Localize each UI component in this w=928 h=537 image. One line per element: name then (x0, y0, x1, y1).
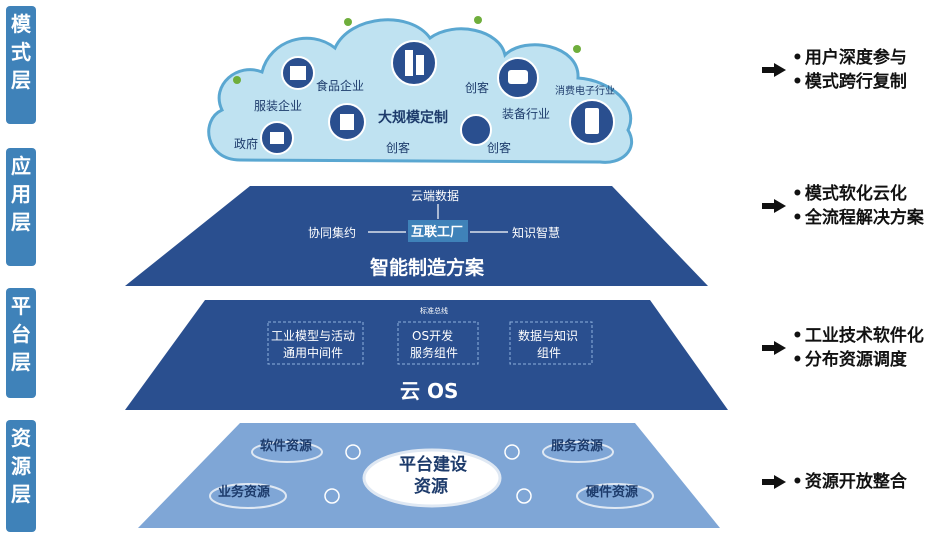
cloud-center-label: 大规模定制 (378, 109, 448, 126)
electronics-label: 消费电子行业 (555, 84, 615, 97)
data-knowledge-box (509, 321, 593, 365)
user-icon (474, 16, 482, 24)
smartphone-icon (585, 108, 599, 134)
note-resource: 资源开放整合 (762, 470, 907, 494)
knowledge-wisdom-label: 知识智慧 (512, 225, 560, 240)
bag-icon (340, 114, 354, 130)
note-platform-2: 分布资源调度 (792, 348, 924, 372)
note-mode-1: 用户深度参与 (792, 46, 907, 70)
side-label-app: 应 用 层 (6, 148, 36, 266)
service-resource-label: 服务资源 (551, 438, 603, 454)
platform-resource-line2: 资源 (414, 476, 448, 497)
note-platform: 工业技术软件化 分布资源调度 (762, 324, 924, 372)
building-icon (270, 132, 284, 144)
note-app-2: 全流程解决方案 (792, 206, 924, 230)
data-knowledge-line2: 组件 (537, 346, 561, 360)
appliance-node-icon (391, 40, 437, 86)
user-icon (344, 18, 352, 26)
note-resource-1: 资源开放整合 (792, 470, 907, 494)
interconnect-factory-box (408, 220, 468, 242)
maker-node-icon (460, 114, 492, 146)
food-label: 食品企业 (316, 78, 364, 93)
fan-icon (516, 488, 532, 504)
plug-icon (504, 444, 520, 460)
right-arrow-icon (762, 63, 786, 77)
gov-label: 政府 (234, 136, 258, 151)
platform-resource-line1: 平台建设 (399, 454, 467, 475)
washer-icon (416, 55, 424, 75)
data-knowledge-line1: 数据与知识 (518, 328, 578, 343)
note-platform-1: 工业技术软件化 (792, 324, 924, 348)
middleware-box (267, 321, 364, 365)
os-dev-box (397, 321, 479, 365)
cloud-os-title: 云 OS (400, 379, 458, 403)
standard-bus-label: 标准总线 (420, 306, 448, 315)
maker-label-1: 创客 (386, 140, 410, 155)
equipment-label: 装备行业 (502, 107, 550, 121)
note-app-1: 模式软化云化 (792, 182, 924, 206)
shop-icon (290, 66, 306, 80)
platform-layer-shape (125, 300, 728, 410)
middleware-line1: 工业模型与活动 (271, 329, 355, 343)
smart-manufacturing-title: 智能制造方案 (370, 256, 485, 279)
maker-label-3: 创客 (487, 140, 511, 155)
sofa-icon (508, 70, 528, 84)
business-resource-label: 业务资源 (218, 484, 270, 500)
note-app: 模式软化云化 全流程解决方案 (762, 182, 924, 230)
software-disc (251, 441, 323, 463)
side-label-resource: 资 源 层 (6, 420, 36, 532)
user-icon (573, 45, 581, 53)
right-arrow-icon (762, 199, 786, 213)
note-mode-2: 模式跨行复制 (792, 70, 907, 94)
apparel-label: 服装企业 (254, 98, 302, 113)
hardware-resource-label: 硬件资源 (586, 484, 638, 500)
os-dev-line2: 服务组件 (410, 345, 458, 360)
business-disc (209, 483, 287, 509)
platform-resource-disc (362, 448, 502, 508)
middleware-line2: 通用中间件 (283, 345, 343, 360)
plug-icon (345, 444, 361, 460)
fan-icon (324, 488, 340, 504)
interconnect-factory-label: 互联工厂 (411, 225, 463, 240)
note-mode: 用户深度参与 模式跨行复制 (762, 46, 907, 94)
os-dev-line1: OS开发 (412, 328, 453, 343)
hardware-disc (576, 483, 654, 509)
side-label-mode: 模 式 层 (6, 6, 36, 124)
side-label-platform: 平 台 层 (6, 288, 36, 398)
right-arrow-icon (762, 475, 786, 489)
collaboration-label: 协同集约 (308, 225, 356, 240)
fridge-icon (405, 50, 413, 76)
user-icon (233, 76, 241, 84)
cloud-shape (207, 18, 634, 164)
service-disc (542, 441, 614, 463)
cloud-data-label: 云端数据 (411, 188, 459, 203)
right-arrow-icon (762, 341, 786, 355)
software-resource-label: 软件资源 (260, 438, 312, 454)
maker-label-2: 创客 (465, 80, 489, 95)
